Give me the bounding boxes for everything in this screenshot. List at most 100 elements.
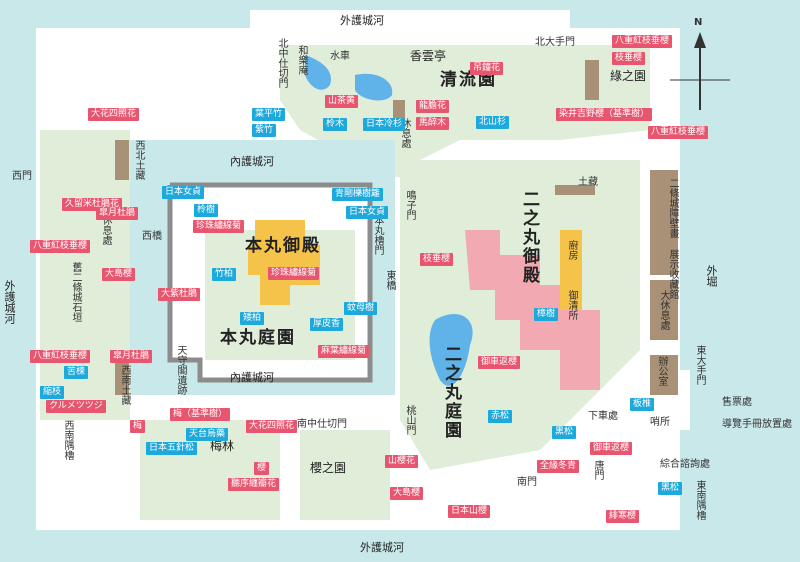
tag-pink-27: 全緣冬青 <box>537 460 580 473</box>
bldg-old-wall: 舊二條城石垣 <box>70 262 81 322</box>
tag-pink-5: 龍膽花 <box>416 100 450 113</box>
tag-pink-9: 大花四照花 <box>88 108 140 121</box>
tag-pink-6: 馬醉木 <box>416 117 450 130</box>
tag-pink-1: 八重紅枝垂櫻 <box>612 35 673 48</box>
gate-nishi: 西橋 <box>142 231 162 242</box>
tag-pink-23: 梅（基準樹） <box>170 408 231 421</box>
bldg-info: 綜合諮詢處 <box>660 459 710 470</box>
building-ryokunoen <box>585 60 599 100</box>
tag-pink-19: クルメツツジ <box>46 400 106 413</box>
gate-south: 南門 <box>517 477 537 488</box>
bldg-honmaru-yagura: 本丸櫓門 <box>372 215 383 255</box>
tag-pink-32: 櫻 <box>254 462 270 475</box>
gate-north-big: 北大手門 <box>535 37 575 48</box>
tag-pink-4: 山茶黄 <box>325 95 359 108</box>
bldg-dozo-sw: 西南土藏 <box>119 365 130 405</box>
tag-blue-8: 青剛櫟樹籬 <box>332 188 384 201</box>
tag-blue-4: 日本冷杉 <box>363 118 406 131</box>
garden-seiryuen: 清流園 <box>440 70 497 90</box>
tag-blue-15: 天台烏藥 <box>186 428 229 441</box>
tag-blue-18: 黑松 <box>552 426 577 439</box>
tag-pink-12: 八重紅枝垂櫻 <box>30 240 91 253</box>
bldg-kouuntei: 香雲亭 <box>410 49 447 63</box>
tag-pink-24: 梅 <box>130 420 146 433</box>
building-rest-north <box>393 100 405 118</box>
tag-pink-16: 大紫杜鵑 <box>158 288 201 301</box>
tag-pink-33: 聽序纏瓣花 <box>228 478 280 491</box>
tag-pink-2: 枝垂櫻 <box>612 52 646 65</box>
gate-higashi: 東橋 <box>384 270 395 290</box>
tag-pink-14: 珍珠繡線菊 <box>193 220 245 233</box>
gate-east-big: 東大手門 <box>694 345 705 385</box>
tag-blue-13: 蚊母樹 <box>344 302 378 315</box>
garden-ume: 梅林 <box>210 439 235 453</box>
bldg-dropoff: 下車處 <box>588 411 618 422</box>
tag-pink-28: 御車返櫻 <box>590 442 633 455</box>
moat-outer-top: 外護城河 <box>340 14 384 27</box>
bldg-dozo-nw: 西北土藏 <box>133 140 144 180</box>
bldg-dozo-e: 土藏 <box>578 177 598 188</box>
moat-outer-left: 外護城河 <box>3 280 16 324</box>
tag-blue-16: 日本五針松 <box>146 442 198 455</box>
tag-blue-22: 縮枝 <box>40 386 65 399</box>
bldg-suisha: 水車 <box>330 51 350 62</box>
moat-inner-bottom: 內護城河 <box>230 371 274 384</box>
pond-north <box>305 55 331 90</box>
tag-blue-20: 黑松 <box>658 482 683 495</box>
bldg-rest-north: 休息處 <box>399 118 410 148</box>
ninomaru-palace-shape <box>465 230 600 390</box>
garden-ninomaru-palace: 二之丸御殿 <box>519 190 539 285</box>
tag-pink-30: 日本山櫻 <box>448 505 491 518</box>
tag-pink-29: 大島櫻 <box>390 487 424 500</box>
tag-pink-22: 御車返櫻 <box>478 356 521 369</box>
bldg-tenshu: 天守閣遺跡 <box>175 345 186 395</box>
bldg-guide: 導覽手冊放置處 <box>722 419 792 430</box>
tag-pink-25: 大花四照花 <box>246 420 298 433</box>
tag-pink-8: 八重紅枝垂櫻 <box>648 126 709 139</box>
wall-paintings-hall <box>650 170 678 275</box>
garden-honmaru-palace: 本丸御殿 <box>245 236 321 256</box>
gate-momoyama: 桃山門 <box>404 405 415 435</box>
tag-blue-1: 葉平竹 <box>252 108 286 121</box>
bldg-waraku: 和樂庵 <box>296 45 307 75</box>
bldg-kitchen: 廚房 <box>566 240 577 260</box>
moat-outer-bottom: 外護城河 <box>360 541 404 554</box>
garden-sakura: 櫻之園 <box>310 461 347 475</box>
tag-blue-11: 矮柏 <box>240 312 265 325</box>
tag-pink-7: 染井吉野櫻（基準樹） <box>556 108 653 121</box>
bldg-rest-big: 大休息處 <box>658 290 669 330</box>
building-dozo-nw <box>115 140 129 180</box>
bldg-tickets: 售票處 <box>722 397 752 408</box>
compass-n-label: N <box>694 17 703 28</box>
honmaru-wall <box>167 182 373 383</box>
garden-ninomaru-garden: 二之丸庭園 <box>441 345 461 440</box>
tag-pink-11: 皐月杜鵑 <box>96 207 139 220</box>
gate-tang: 唐門 <box>592 460 603 480</box>
tag-blue-10: 竹柏 <box>212 268 237 281</box>
honmaru-palace-shape <box>248 220 320 305</box>
pond-north-2 <box>355 73 393 101</box>
tag-blue-14: 樟樹 <box>534 308 559 321</box>
building-dozo-sw <box>115 355 129 395</box>
tag-blue-2: 紫竹 <box>252 124 277 137</box>
gate-minami-naka: 南中仕切門 <box>297 419 347 430</box>
tag-blue-19: 板椎 <box>630 398 655 411</box>
building-dozo <box>555 185 595 195</box>
tag-pink-21: 枝垂櫻 <box>420 253 454 266</box>
bldg-rest-west: 休息處 <box>100 215 111 245</box>
bldg-tower-se: 東南隅櫓 <box>694 480 705 520</box>
tag-blue-12: 厚皮香 <box>310 318 344 331</box>
garden-ryokunoen: 綠之園 <box>610 69 647 83</box>
tag-blue-6: 日本女貞 <box>162 186 205 199</box>
tag-pink-17: 八重紅枝垂櫻 <box>30 350 91 363</box>
gate-kita-naka: 北中仕切門 <box>276 38 287 88</box>
tag-blue-17: 赤松 <box>488 410 513 423</box>
office-hall <box>650 355 678 395</box>
compass-icon <box>670 32 730 110</box>
bldg-sentry: 哨所 <box>650 417 670 428</box>
moat-outer-right: 外堀 <box>705 265 718 287</box>
tag-pink-31: 緋寒櫻 <box>606 510 640 523</box>
tag-pink-3: 吊鐘花 <box>470 62 504 75</box>
pond-ninomaru <box>429 314 473 386</box>
